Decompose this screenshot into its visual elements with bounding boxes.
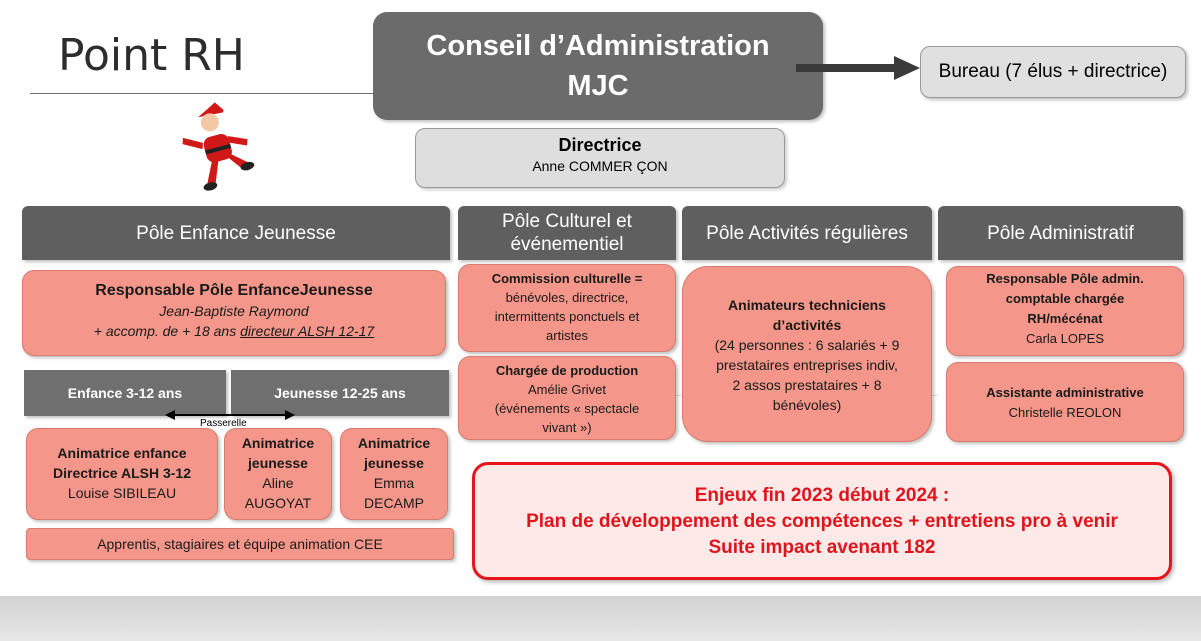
comm-l3: artistes — [546, 328, 588, 343]
animatrice-jeunesse-1-box: Animatrice jeunesse Aline AUGOYAT — [224, 428, 332, 520]
comm-l2: intermittents ponctuels et — [494, 309, 640, 324]
conseil-line1: Conseil d’Administration — [426, 30, 770, 62]
footer-band — [0, 596, 1201, 641]
resp-enfance-note-a: + accomp. de + 18 ans — [93, 323, 241, 339]
anim3-n1: Emma — [373, 475, 415, 491]
prod-title: Chargée de production — [495, 363, 639, 378]
title-underline — [30, 93, 380, 94]
anim1-l2: Directrice ALSH 3-12 — [53, 465, 191, 481]
anim3-l1: Animatrice — [357, 435, 431, 451]
comm-l1: bénévoles, directrice, — [505, 290, 629, 305]
prod-name: Amélie Grivet — [527, 382, 607, 397]
anim1-name: Louise SIBILEAU — [67, 485, 177, 501]
tab-jeunesse: Jeunesse 12-25 ans — [231, 370, 449, 416]
act-l1: (24 personnes : 6 salariés + 9 — [714, 337, 900, 353]
commission-culturelle-box: Commission culturelle = bénévoles, direc… — [458, 264, 676, 352]
prod-l2: vivant ») — [542, 420, 592, 435]
admin-resp-l3: RH/mécénat — [1027, 311, 1103, 326]
admin-resp-name: Carla LOPES — [1025, 331, 1105, 346]
assist-title: Assistante administrative — [986, 385, 1144, 400]
resp-enfance-note-b: directeur ALSH 12-17 — [240, 323, 375, 339]
animateurs-techniciens-box: Animateurs techniciens d’activités (24 p… — [682, 266, 932, 442]
arrow-right-icon — [796, 56, 920, 80]
anim3-n2: DECAMP — [364, 495, 424, 511]
anim2-l2: jeunesse — [248, 455, 308, 471]
enjeux-l2: Plan de développement des compétences + … — [526, 511, 1118, 532]
enjeux-l3: Suite impact avenant 182 — [708, 537, 936, 558]
tab-enfance: Enfance 3-12 ans — [24, 370, 226, 416]
directrice-name: Anne COMMER ÇON — [532, 158, 668, 174]
assistante-admin-box: Assistante administrative Christelle REO… — [946, 362, 1184, 442]
assist-name: Christelle REOLON — [1008, 405, 1122, 420]
pole-culturel-l2: événementiel — [510, 234, 624, 255]
anim2-l1: Animatrice — [241, 435, 315, 451]
pole-culturel-l1: Pôle Culturel et — [502, 211, 632, 232]
resp-enfance-title: Responsable Pôle EnfanceJeunesse — [95, 282, 373, 299]
conseil-administration-box: Conseil d’Administration MJC — [373, 12, 823, 120]
directrice-title: Directrice — [558, 135, 642, 155]
act-l4: bénévoles) — [772, 397, 842, 413]
anim3-l2: jeunesse — [364, 455, 424, 471]
anim2-n2: AUGOYAT — [244, 495, 312, 511]
bureau-box: Bureau (7 élus + directrice) — [920, 46, 1186, 98]
act-title-l2: d’activités — [772, 317, 842, 333]
resp-enfance-note: + accomp. de + 18 ans directeur ALSH 12-… — [23, 321, 445, 341]
act-title-l1: Animateurs techniciens — [728, 297, 886, 313]
passerelle-label: Passerelle — [200, 418, 247, 429]
double-arrow-icon — [165, 410, 295, 420]
pole-culturel-header: Pôle Culturel et événementiel — [458, 206, 676, 260]
animatrice-jeunesse-2-box: Animatrice jeunesse Emma DECAMP — [340, 428, 448, 520]
responsable-admin-box: Responsable Pôle admin. comptable chargé… — [946, 266, 1184, 356]
pole-activites-header: Pôle Activités régulières — [682, 206, 932, 260]
resp-enfance-name: Jean-Baptiste Raymond — [159, 303, 309, 319]
comm-title: Commission culturelle = — [491, 271, 643, 286]
conseil-line2: MJC — [567, 70, 629, 102]
admin-resp-l2: comptable chargée — [1005, 291, 1125, 306]
apprentis-box: Apprentis, stagiaires et équipe animatio… — [26, 528, 454, 560]
admin-resp-l1: Responsable Pôle admin. — [986, 271, 1144, 286]
santa-claus-icon — [182, 102, 255, 191]
act-l3: 2 assos prestataires + 8 — [732, 377, 882, 393]
enjeux-l1: Enjeux fin 2023 début 2024 : — [694, 485, 950, 506]
pole-admin-header: Pôle Administratif — [938, 206, 1183, 260]
anim2-n1: Aline — [262, 475, 294, 491]
animatrice-enfance-box: Animatrice enfance Directrice ALSH 3-12 … — [26, 428, 218, 520]
enjeux-box: Enjeux fin 2023 début 2024 : Plan de dév… — [472, 462, 1172, 580]
directrice-box: Directrice Anne COMMER ÇON — [415, 128, 785, 188]
slide-title: Point RH — [58, 30, 245, 81]
prod-l1: (événements « spectacle — [494, 401, 640, 416]
chargee-production-box: Chargée de production Amélie Grivet (évé… — [458, 356, 676, 440]
anim1-l1: Animatrice enfance — [57, 445, 187, 461]
act-l2: prestataires entreprises indiv, — [716, 357, 898, 373]
pole-enfance-header: Pôle Enfance Jeunesse — [22, 206, 450, 260]
responsable-enfance-box: Responsable Pôle EnfanceJeunesse Jean-Ba… — [22, 270, 446, 356]
